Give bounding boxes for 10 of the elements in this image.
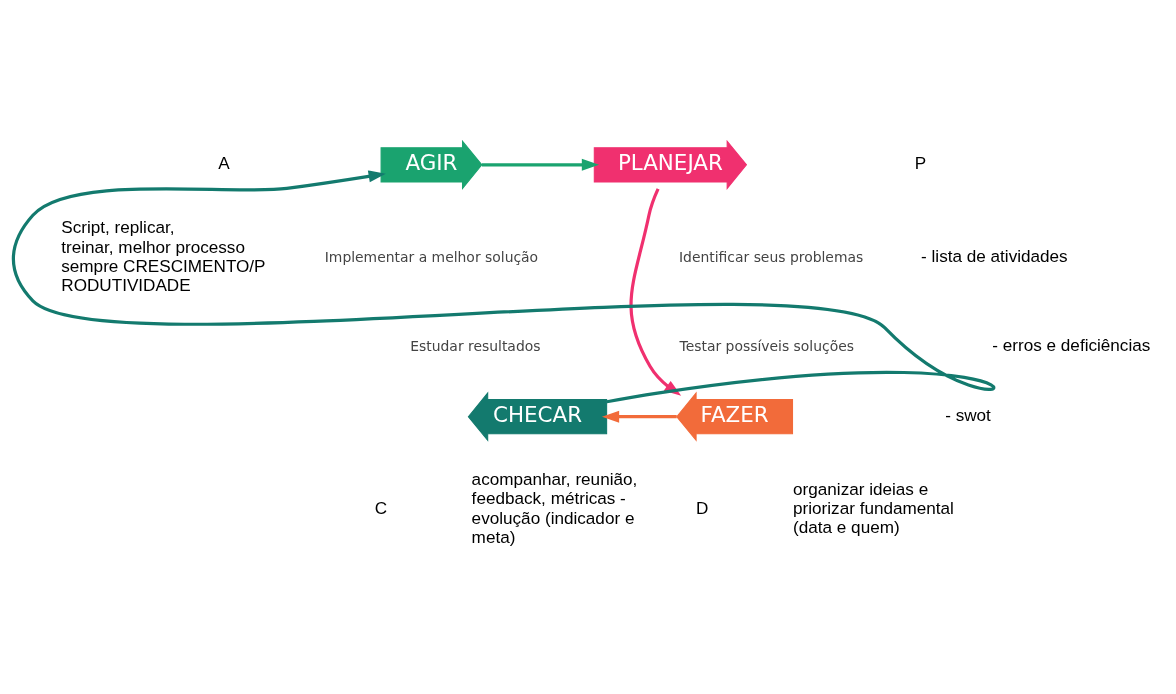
arrow [481,158,599,171]
label: D [696,497,709,518]
arrow [601,410,677,423]
label: A [218,152,230,173]
label: acompanhar, reunião, feedback, métricas - evolução (indicador e meta) [471,469,638,547]
label: C [374,497,388,518]
label: organizar ideias e priorizar fundamental (data e quem) [793,478,954,538]
label: - erros e deficiências [992,335,1151,356]
label: - swot [945,404,991,425]
label: P [914,152,927,173]
